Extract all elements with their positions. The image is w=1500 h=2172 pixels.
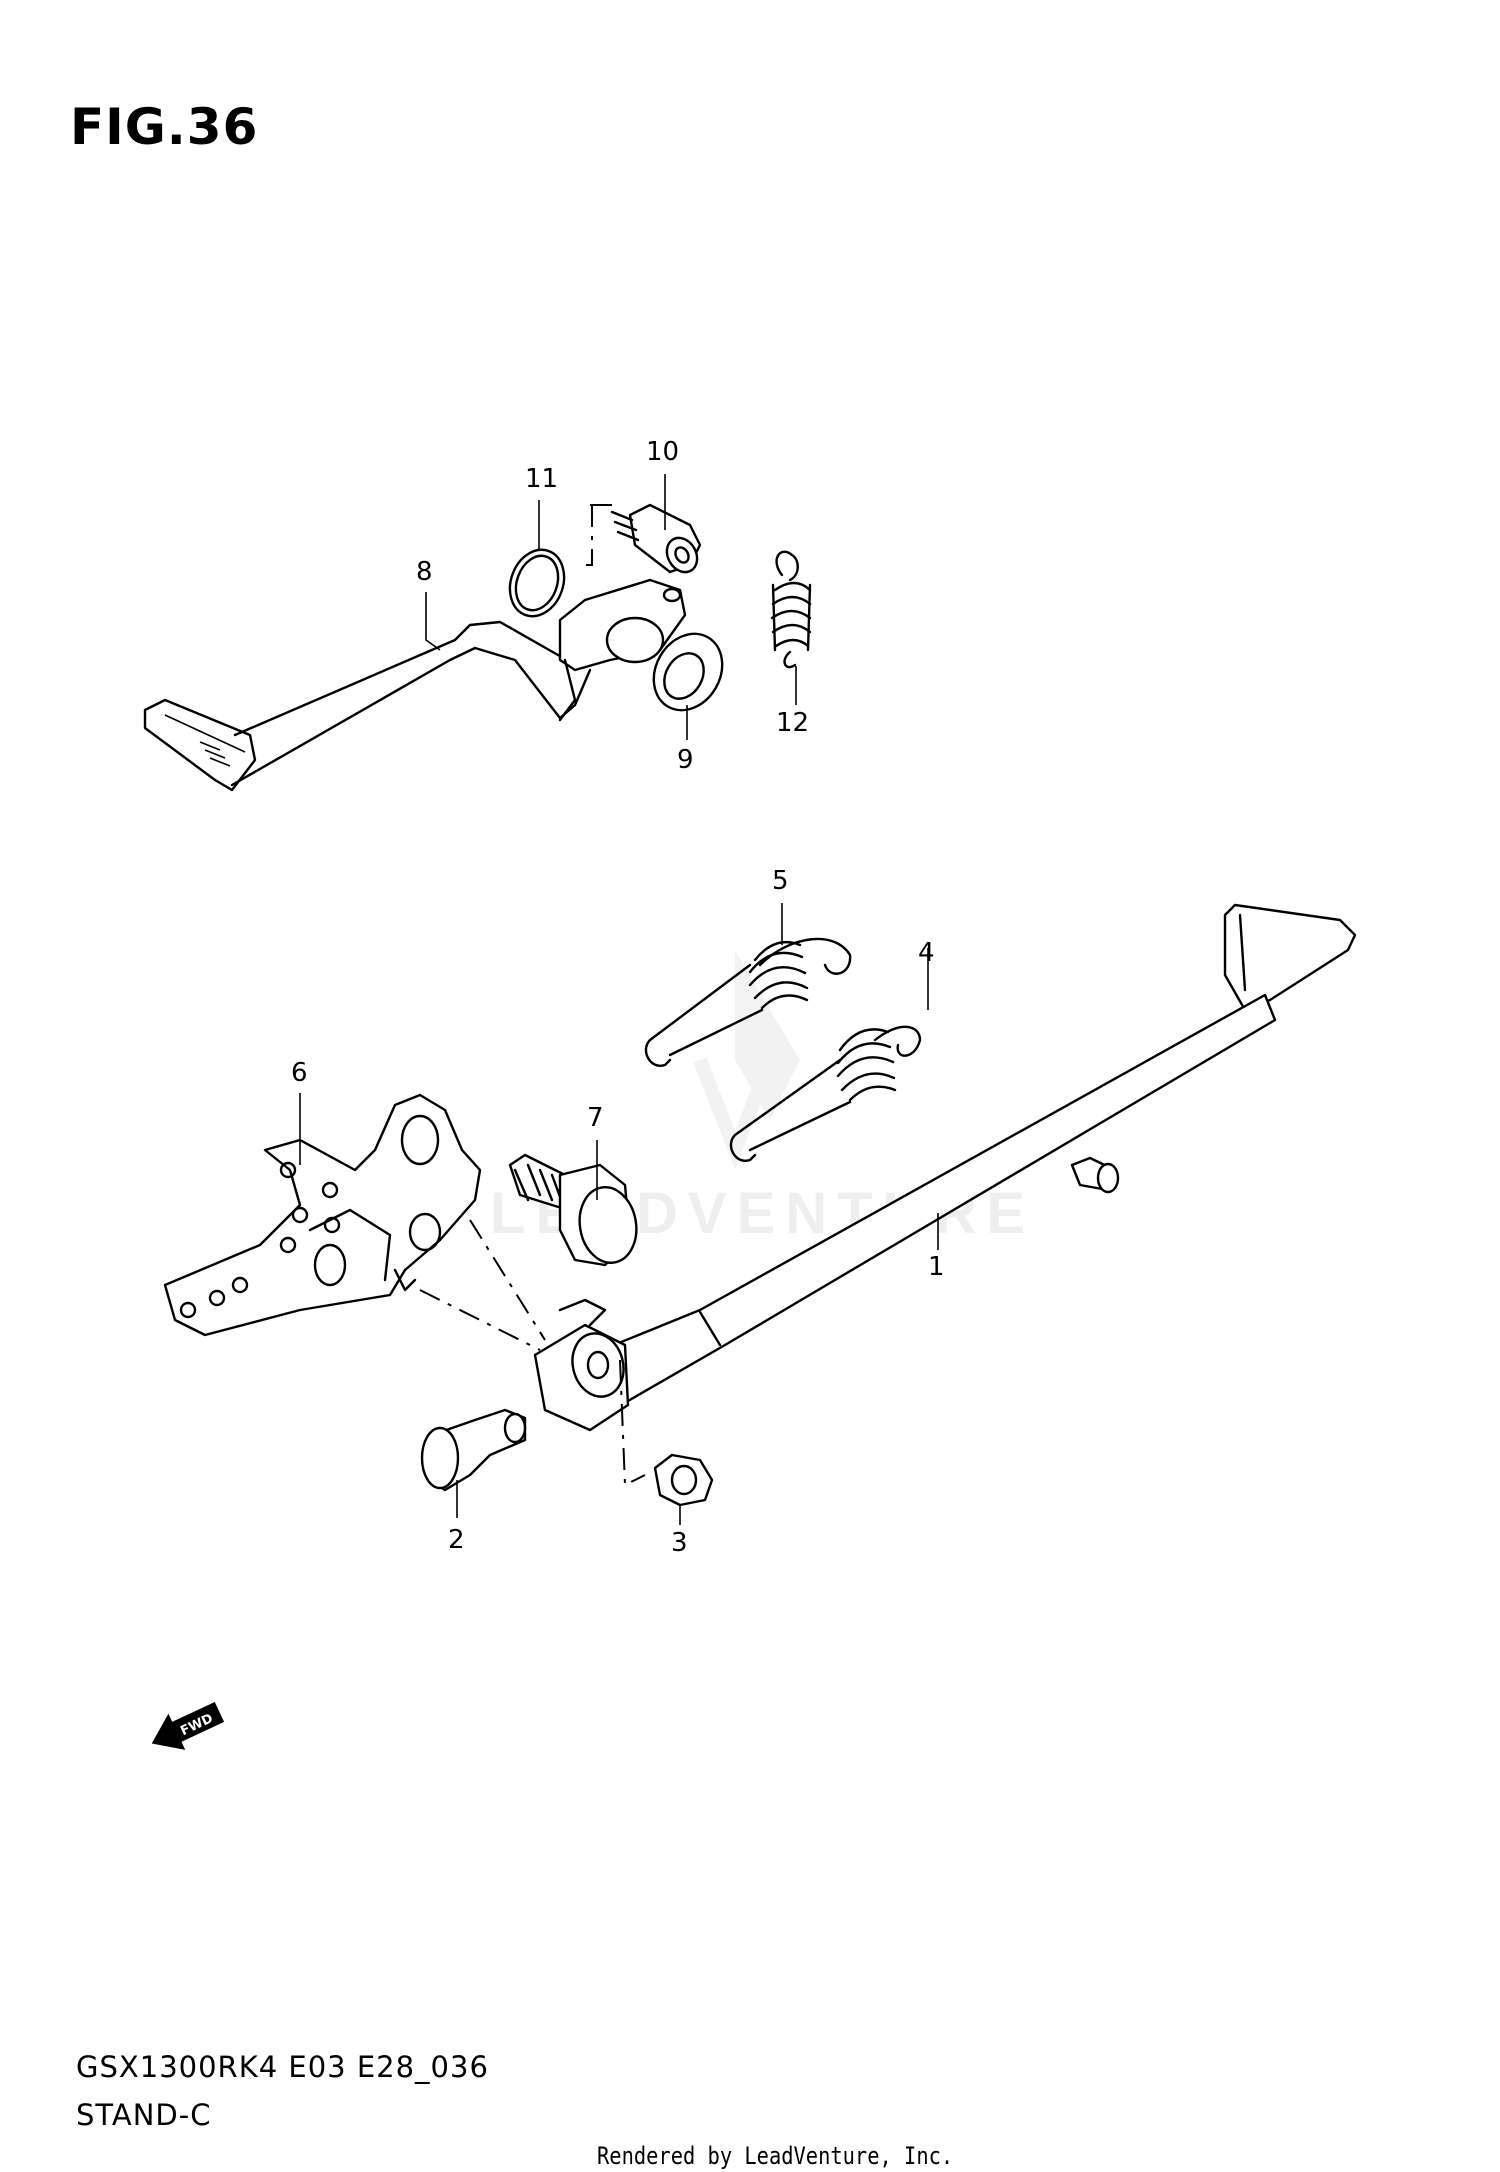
part-8-shift-lever <box>143 578 687 792</box>
part-1-side-stand <box>533 903 1357 1432</box>
part-6-bracket <box>163 1093 482 1337</box>
part-9-washer <box>652 632 724 712</box>
part-3-nut <box>653 1453 714 1507</box>
stand-assembly-line-3 <box>619 1359 646 1487</box>
callout-9: 9 <box>677 745 694 775</box>
part-7-bolt <box>508 1153 638 1267</box>
part-12-spring <box>770 550 812 669</box>
callout-7: 7 <box>587 1103 604 1133</box>
forward-direction-arrow-icon: FWD <box>151 1701 225 1750</box>
lever-assembly-line <box>578 505 593 566</box>
callout-11: 11 <box>525 464 559 494</box>
callout-1: 1 <box>928 1252 945 1282</box>
part-2-pivot-bolt <box>420 1408 527 1492</box>
callout-leaders <box>299 474 939 1525</box>
leadventure-logo-watermark <box>693 950 800 1170</box>
stand-assembly-line-1 <box>419 1289 541 1351</box>
section-name: STAND-C <box>76 2098 212 2132</box>
part-5-spring <box>644 937 852 1067</box>
part-11-circlip <box>508 548 566 618</box>
callout-8: 8 <box>416 557 433 587</box>
callout-6: 6 <box>291 1058 308 1088</box>
model-code: GSX1300RK4 E03 E28_036 <box>76 2050 489 2084</box>
part-4-spring <box>729 1025 922 1162</box>
figure-title: FIG.36 <box>70 98 259 156</box>
callout-3: 3 <box>671 1528 688 1558</box>
part-10-pivot-bolt <box>610 503 702 574</box>
render-credit: Rendered by LeadVenture, Inc. <box>597 2142 954 2170</box>
callout-4: 4 <box>918 938 935 968</box>
callout-5: 5 <box>772 866 789 896</box>
callout-12: 12 <box>776 708 810 738</box>
stand-assembly-line-2 <box>469 1219 546 1341</box>
callout-10: 10 <box>646 437 680 467</box>
callout-2: 2 <box>448 1525 465 1555</box>
